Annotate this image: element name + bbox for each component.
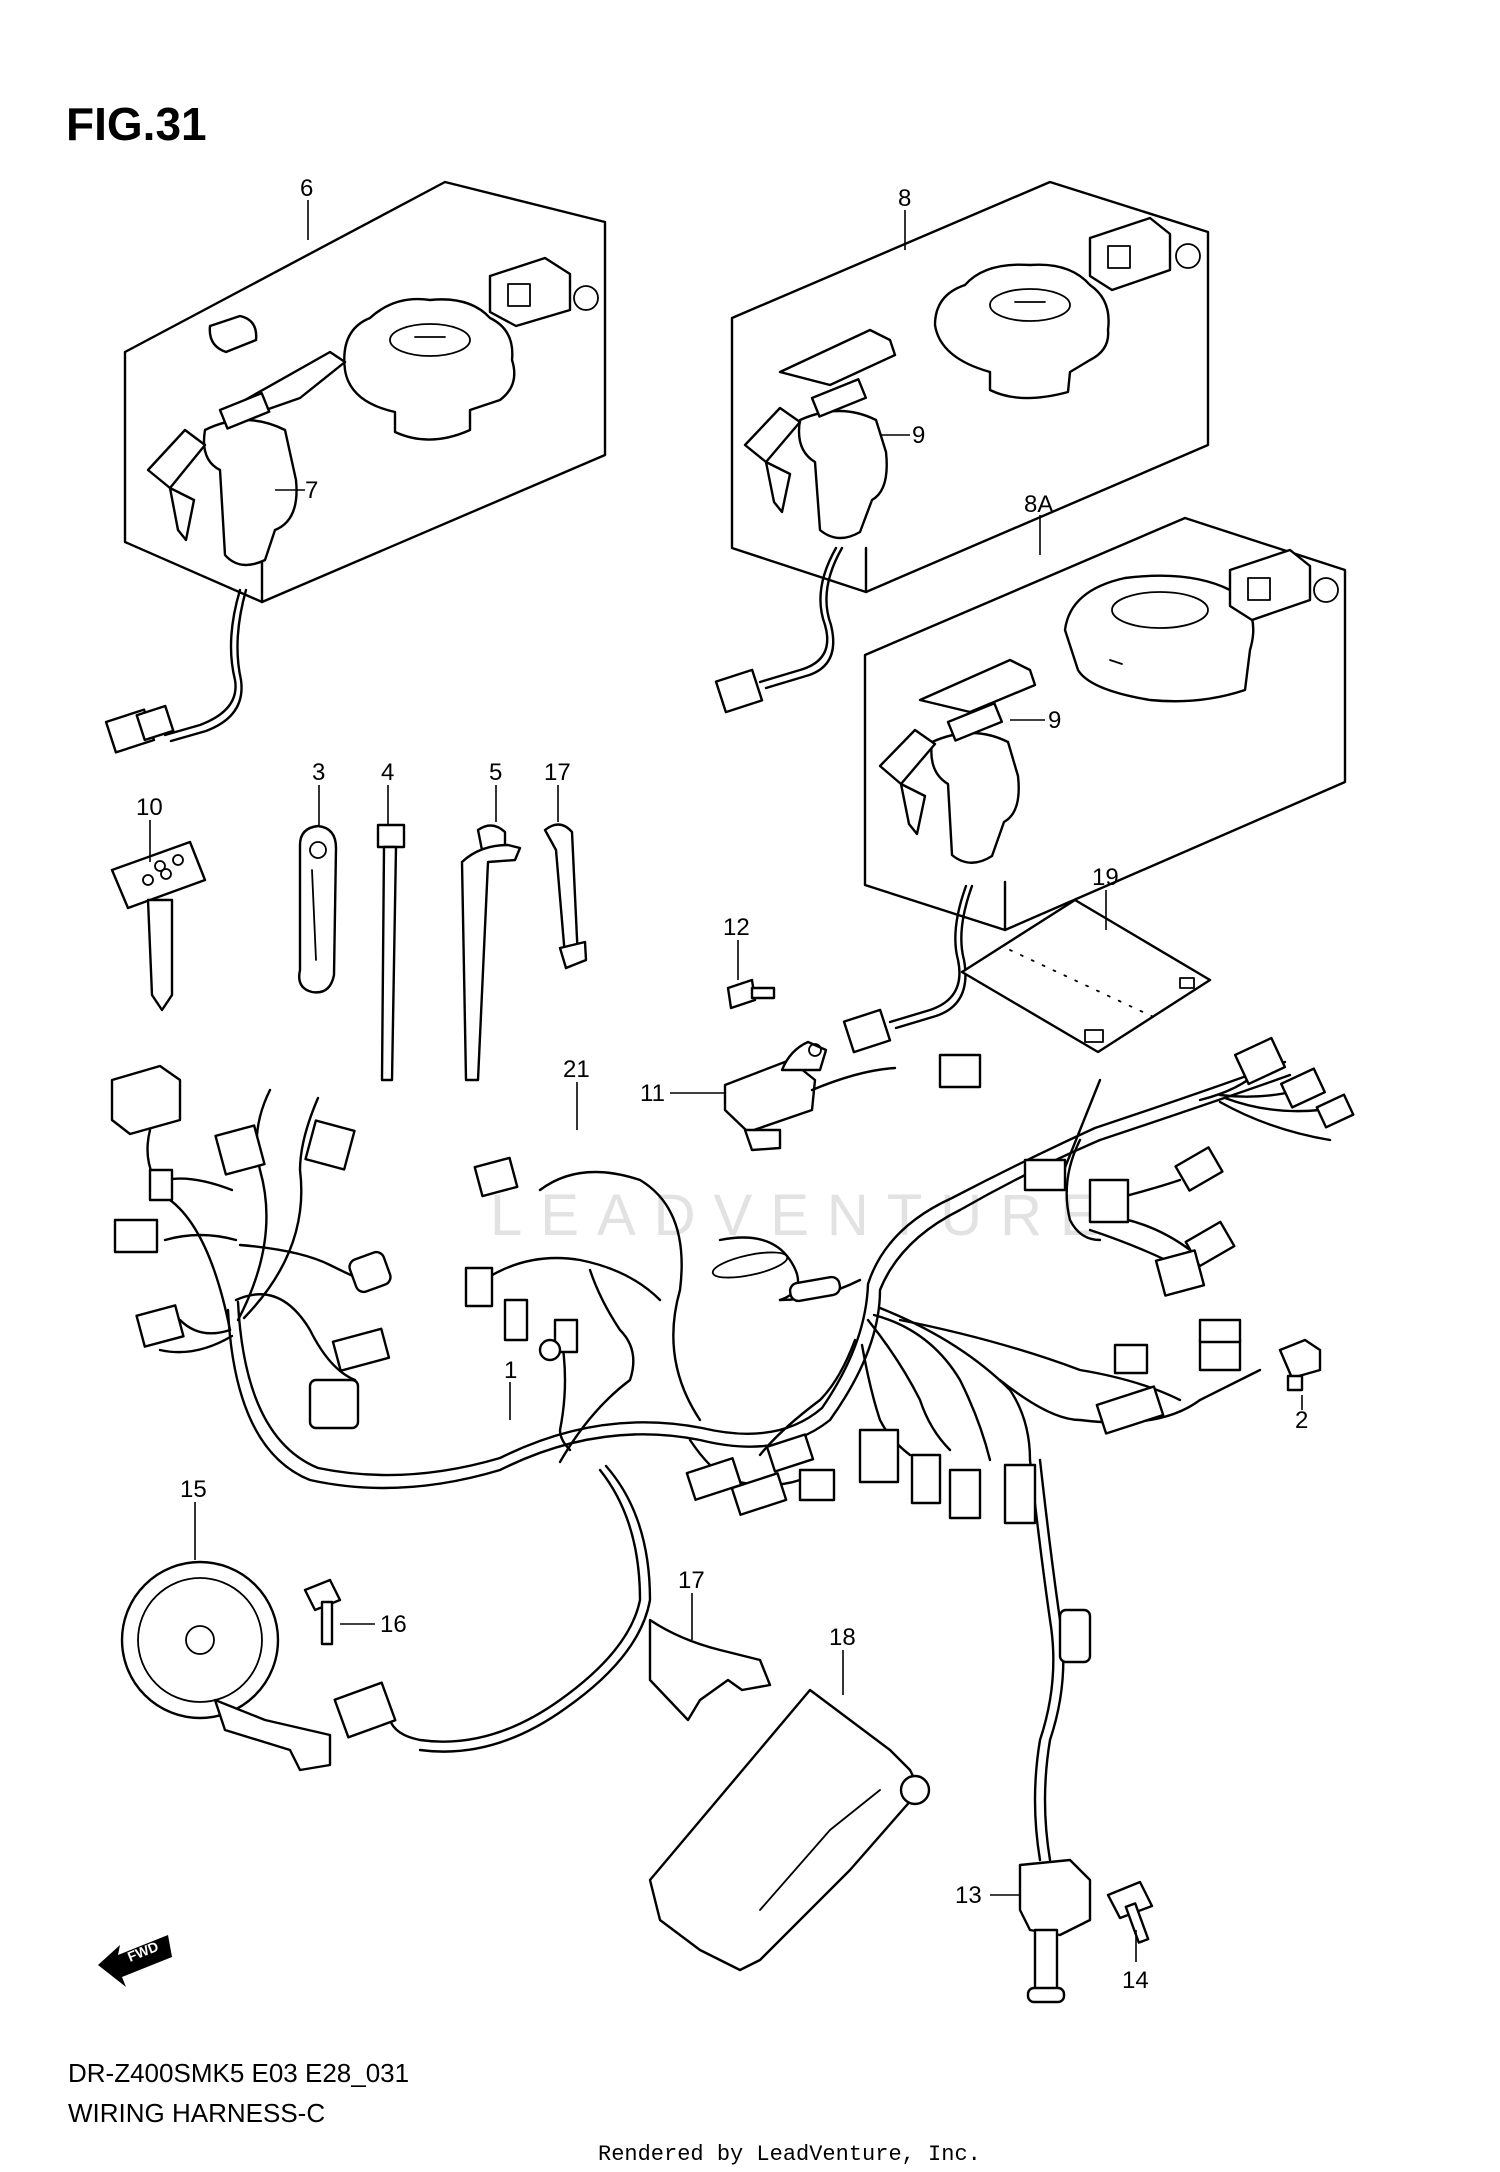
diagram-caption: WIRING HARNESS-C [68, 2098, 325, 2128]
switch-11 [723, 1040, 897, 1152]
screw-12 [726, 978, 776, 1010]
callout-18: 18 [829, 1624, 856, 1651]
callout-8: 8 [898, 185, 911, 212]
watermark: LEADVENTURE [490, 1183, 1117, 1248]
callout-11: 11 [640, 1080, 665, 1107]
ignition-kit-box-8A [842, 516, 1347, 1054]
callout-9-upper: 9 [912, 422, 925, 449]
ignition-kit-box-6 [104, 180, 607, 754]
switch-13 [1018, 1858, 1092, 2004]
callout-20: 19 [1092, 864, 1119, 891]
callout-1: 1 [504, 1357, 517, 1384]
key-blank-10 [110, 840, 207, 1012]
callout-9-lower: 9 [1048, 707, 1061, 734]
bracket-18 [648, 1688, 931, 1972]
wiring-harness-1 [110, 1036, 1355, 1862]
callout-19: 17 [544, 759, 571, 786]
bolt-16 [303, 1578, 342, 1646]
callout-6: 6 [300, 175, 313, 202]
callout-14: 14 [1122, 1967, 1149, 1994]
model-code: DR-Z400SMK5 E03 E28_031 [68, 2058, 409, 2088]
render-credit: Rendered by LeadVenture, Inc. [598, 2142, 981, 2167]
callout-labels: 6 7 8 9 8A 9 10 3 4 5 17 19 12 11 21 1 2… [136, 175, 1308, 1994]
horn-connector [333, 1681, 397, 1739]
bolt-14 [1106, 1880, 1154, 1944]
fuse-2 [1278, 1338, 1322, 1392]
callout-13: 13 [955, 1882, 982, 1909]
callout-4: 4 [381, 759, 394, 786]
callout-5: 5 [489, 759, 502, 786]
callout-21: 21 [563, 1056, 590, 1083]
callout-7: 7 [305, 477, 318, 504]
fwd-direction-arrow: FWD [98, 1935, 172, 1987]
figure-title: FIG.31 [66, 98, 207, 150]
clamp-tie-5 [460, 824, 522, 1082]
callout-3: 3 [312, 759, 325, 786]
callout-10: 10 [136, 794, 163, 821]
callout-16: 16 [380, 1611, 407, 1638]
callout-17: 17 [678, 1567, 705, 1594]
callout-leaders [149, 200, 1303, 1962]
ignition-kit-box-8 [714, 180, 1210, 714]
strap-3 [298, 824, 338, 994]
callout-15: 15 [180, 1476, 207, 1503]
callout-12: 12 [723, 914, 750, 941]
cover-17 [648, 1618, 772, 1722]
label-sheet-20 [960, 898, 1212, 1054]
cable-tie-4 [376, 823, 406, 1082]
clamp-19 [543, 823, 588, 970]
callout-8A: 8A [1024, 491, 1053, 518]
callout-2: 2 [1295, 1407, 1308, 1434]
horn-15 [120, 1560, 332, 1772]
